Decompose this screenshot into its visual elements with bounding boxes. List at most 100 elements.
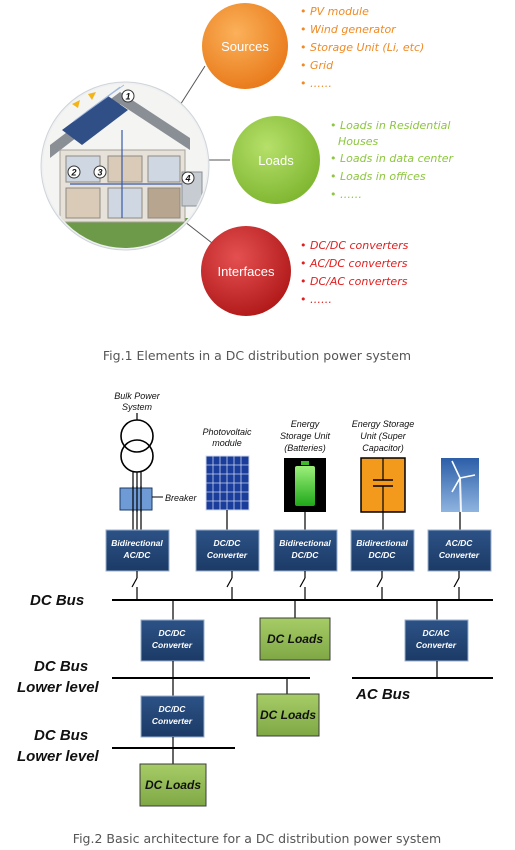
dc-bus-lower-label-1-line2: Lower level [17, 679, 100, 696]
converter-dcdc-mid: DC/DC Converter [140, 619, 205, 662]
svg-text:• Loads in Residential: • Loads in Residential [330, 119, 450, 132]
svg-text:DC Loads: DC Loads [267, 632, 323, 646]
interfaces-item: DC/DC converters [310, 239, 409, 252]
house-marker-1: 1 [125, 92, 130, 102]
house-marker-3: 3 [97, 168, 102, 178]
svg-text:Converter: Converter [207, 550, 248, 560]
svg-text:DC Loads: DC Loads [260, 708, 316, 722]
supercap-label-line2: Unit (Super [360, 431, 407, 441]
loads-list: • Loads in Residential Houses • Loads in… [330, 119, 454, 201]
loads-item: Loads in data center [340, 152, 454, 165]
sources-item: Wind generator [310, 23, 397, 36]
svg-text:DC/DC: DC/DC [159, 704, 187, 714]
interfaces-label: Interfaces [217, 264, 275, 279]
fig2-caption: Fig.2 Basic architecture for a DC distri… [73, 831, 441, 846]
house-marker-2: 2 [70, 168, 76, 178]
supercap-label-line1: Energy Storage [352, 419, 415, 429]
dc-bus-lower-label-2-line1: DC Bus [34, 727, 88, 744]
house-marker-4: 4 [184, 174, 190, 184]
loads-item-continued: Houses [338, 135, 378, 148]
wind-turbine-icon [441, 458, 479, 513]
converter-bidirectional-dcdc-supercap: Bidirectional DC/DC [350, 529, 415, 572]
interfaces-list: • DC/DC converters • AC/DC converters • … [300, 239, 409, 306]
sources-item: Grid [310, 59, 334, 72]
svg-text:DC/DC: DC/DC [159, 628, 187, 638]
sources-item: …… [310, 77, 332, 90]
transformer-icon [120, 419, 154, 473]
converter-dcdc-pv: DC/DC Converter [195, 529, 260, 572]
breaker-box [119, 487, 153, 511]
svg-text:• DC/AC converters: • DC/AC converters [300, 275, 408, 288]
sources-list: • PV module • Wind generator • Storage U… [300, 5, 424, 90]
svg-text:AC/DC: AC/DC [123, 550, 152, 560]
svg-text:• ……: • …… [300, 77, 332, 90]
dc-loads-box: DC Loads [139, 763, 207, 807]
dc-loads-box: DC Loads [259, 617, 331, 661]
svg-text:• Loads in data center: • Loads in data center [330, 152, 454, 165]
svg-text:Converter: Converter [439, 550, 480, 560]
pv-panel-icon [205, 455, 250, 511]
fig2-diagram: Bulk Power System Breaker Photovoltaic m… [17, 391, 493, 807]
svg-text:• Grid: • Grid [300, 59, 334, 72]
svg-text:Bidirectional: Bidirectional [279, 538, 331, 548]
svg-text:• DC/DC converters: • DC/DC converters [300, 239, 409, 252]
fig1-caption: Fig.1 Elements in a DC distribution powe… [103, 348, 411, 363]
svg-text:• PV module: • PV module [300, 5, 369, 18]
sources-circle [202, 3, 288, 89]
dc-bus-label: DC Bus [30, 592, 84, 609]
svg-text:Converter: Converter [152, 716, 193, 726]
house-illustration: 1 2 3 4 [40, 81, 210, 251]
svg-text:Bidirectional: Bidirectional [111, 538, 163, 548]
svg-text:AC/DC: AC/DC [445, 538, 474, 548]
loads-circle [232, 116, 320, 204]
sources-item: Storage Unit (Li, etc) [310, 41, 424, 54]
battery-label-line2: Storage Unit [280, 431, 331, 441]
house-markers: 1 2 3 4 [67, 89, 195, 185]
battery-label-line3: (Batteries) [284, 443, 326, 453]
converter-dcac: DC/AC Converter [404, 619, 469, 662]
svg-text:DC/DC: DC/DC [369, 550, 397, 560]
loads-item: Loads in offices [340, 170, 426, 183]
sources-item: PV module [310, 5, 369, 18]
interfaces-circle [201, 226, 291, 316]
interfaces-item: DC/AC converters [310, 275, 408, 288]
svg-text:DC/AC: DC/AC [423, 628, 451, 638]
battery-label-line1: Energy [291, 419, 320, 429]
pv-label-line2: module [212, 438, 242, 448]
ac-bus-label: AC Bus [355, 686, 410, 703]
supercap-label-line3: Capacitor) [362, 443, 404, 453]
converter-dcdc-lower: DC/DC Converter [140, 695, 205, 738]
svg-text:• AC/DC converters: • AC/DC converters [300, 257, 408, 270]
bus-switches [131, 571, 460, 600]
bulk-power-label-line2: System [122, 402, 153, 412]
pv-label-line1: Photovoltaic [202, 427, 252, 437]
svg-text:Converter: Converter [416, 640, 457, 650]
loads-item: Loads in Residential [340, 119, 450, 132]
converter-bidirectional-dcdc-battery: Bidirectional DC/DC [273, 529, 338, 572]
svg-text:Converter: Converter [152, 640, 193, 650]
svg-text:DC Loads: DC Loads [145, 778, 201, 792]
bulk-power-label-line1: Bulk Power [114, 391, 161, 401]
svg-text:• Wind generator: • Wind generator [300, 23, 397, 36]
supercapacitor-icon [360, 457, 406, 513]
battery-icon [284, 458, 326, 512]
svg-text:• ……: • …… [330, 188, 362, 201]
svg-text:DC/DC: DC/DC [214, 538, 242, 548]
converter-acdc-wind: AC/DC Converter [427, 529, 492, 572]
svg-text:• Loads in offices: • Loads in offices [330, 170, 426, 183]
svg-text:Bidirectional: Bidirectional [356, 538, 408, 548]
svg-text:DC/DC: DC/DC [292, 550, 320, 560]
dc-bus-lower-label-1-line1: DC Bus [34, 658, 88, 675]
svg-text:• Storage Unit (Li, etc): • Storage Unit (Li, etc) [300, 41, 424, 54]
fig1-diagram: 1 2 3 4 Sources • PV module • Wind gener… [40, 3, 454, 316]
svg-text:• ……: • …… [300, 293, 332, 306]
converter-bidirectional-acdc: Bidirectional AC/DC [105, 529, 170, 572]
interfaces-item: …… [310, 293, 332, 306]
loads-item: …… [340, 188, 362, 201]
dc-loads-box: DC Loads [256, 693, 320, 737]
loads-label: Loads [258, 153, 294, 168]
interfaces-item: AC/DC converters [309, 257, 408, 270]
breaker-label: Breaker [165, 493, 198, 503]
sources-label: Sources [221, 39, 269, 54]
